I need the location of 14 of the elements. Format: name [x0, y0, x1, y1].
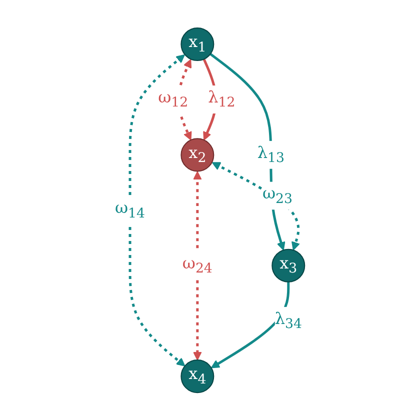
- node-circle: x$_{1}$: [180, 27, 214, 61]
- arrow: [128, 54, 186, 366]
- arrow: [210, 52, 286, 250]
- edge-label: ω$_{24}$: [182, 253, 213, 276]
- arrow: [212, 162, 300, 250]
- node-circle: x$_{4}$: [180, 359, 214, 393]
- edge-label: λ$_{13}$: [258, 142, 285, 166]
- node-circle: x$_{3}$: [272, 248, 306, 282]
- edge-label: λ$_{34}$: [275, 308, 302, 332]
- node-circle: x$_{2}$: [180, 138, 214, 172]
- edge-label: ω$_{12}$: [158, 87, 188, 110]
- edge-label: ω$_{14}$: [115, 198, 146, 222]
- edge-label: λ$_{12}$: [208, 87, 236, 110]
- edge-label: ω$_{23}$: [262, 183, 293, 207]
